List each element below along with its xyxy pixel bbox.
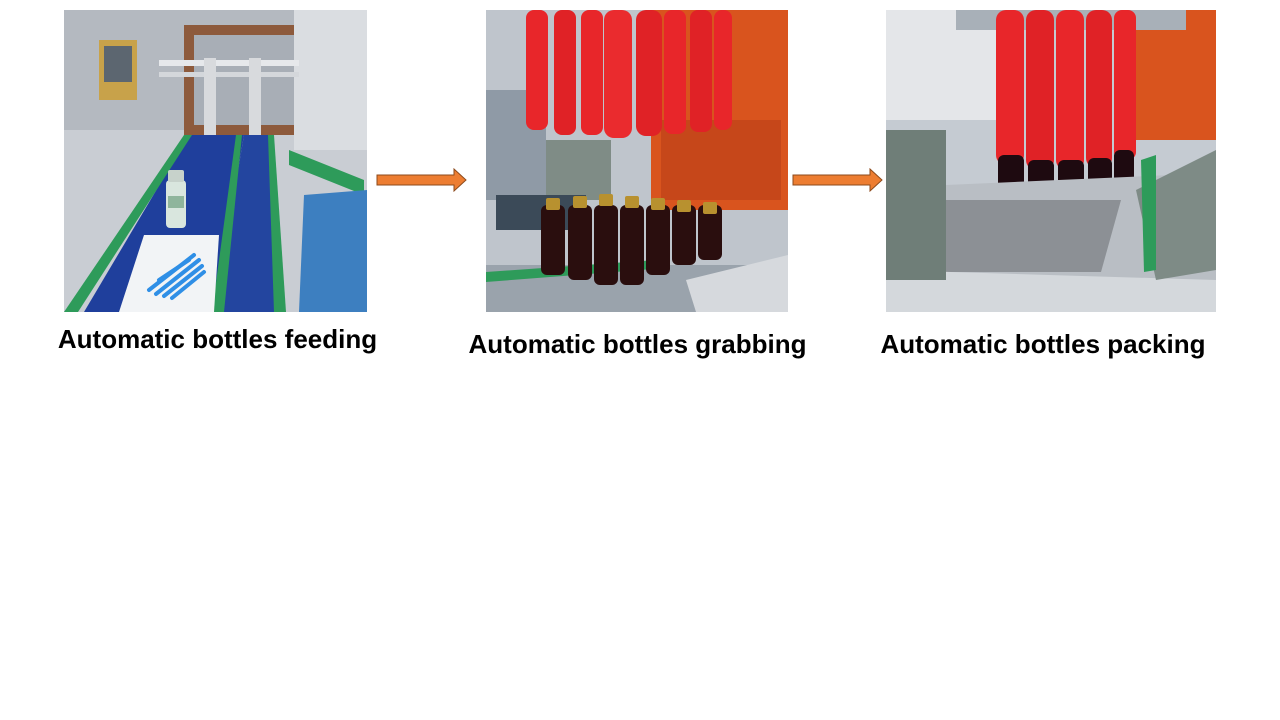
arrow-shape — [376, 168, 467, 192]
arrow-shape — [792, 168, 883, 192]
right-arrow-icon — [376, 168, 467, 192]
bottle-group — [541, 194, 722, 285]
step-caption-feeding: Automatic bottles feeding — [57, 324, 378, 354]
step-caption-grabbing: Automatic bottles grabbing — [468, 329, 807, 359]
conveyor-feeding-photo — [64, 10, 367, 312]
gripper-grabbing-photo — [486, 10, 788, 312]
gripper-heads — [526, 10, 732, 138]
right-arrow-icon — [792, 168, 883, 192]
step-caption-packing: Automatic bottles packing — [880, 329, 1206, 359]
gripper-heads — [996, 10, 1136, 170]
carton-packing-photo — [886, 10, 1216, 312]
